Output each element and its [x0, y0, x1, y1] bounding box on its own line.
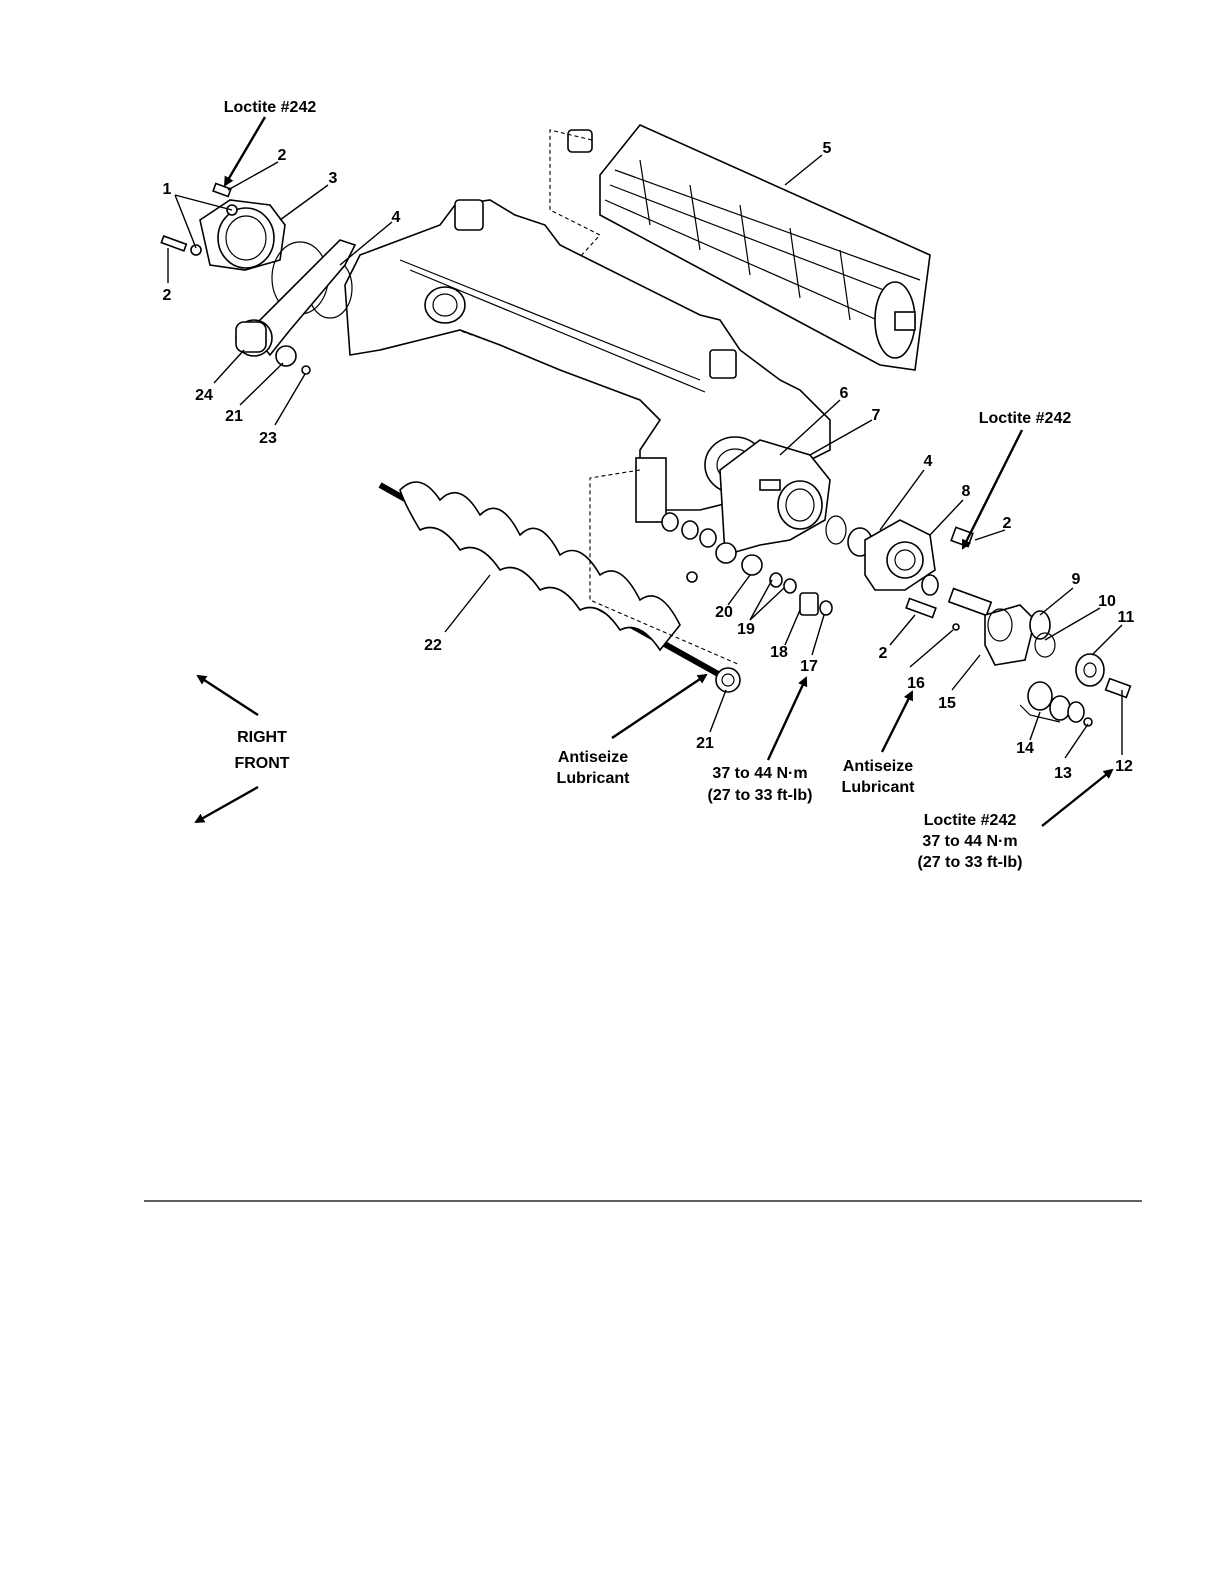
note-loctite-12: 37 to 44 N·m	[922, 833, 1017, 850]
callout-15: 15	[938, 695, 956, 712]
orientation-front-label: FRONT	[234, 755, 289, 772]
callout-21: 21	[225, 408, 243, 425]
callout-6: 6	[840, 385, 849, 402]
callout-2: 2	[163, 287, 172, 304]
callout-3: 3	[329, 170, 338, 187]
callout-2: 2	[879, 645, 888, 662]
callout-21: 21	[696, 735, 714, 752]
callout-7: 7	[872, 407, 881, 424]
orientation-indicator: RIGHT FRONT	[196, 676, 290, 822]
note-loctite-left: Loctite #242	[224, 99, 317, 116]
callout-19: 19	[737, 621, 755, 638]
note-antiseize-left: Lubricant	[557, 770, 631, 787]
reel-drive-shaft	[380, 482, 740, 692]
callout-14: 14	[1016, 740, 1034, 757]
orientation-right-label: RIGHT	[237, 729, 287, 746]
callout-20: 20	[715, 604, 733, 621]
callout-24: 24	[195, 387, 213, 404]
callout-4: 4	[924, 453, 933, 470]
note-loctite-right: Loctite #242	[979, 410, 1072, 427]
callout-1: 1	[163, 181, 172, 198]
callout-22: 22	[424, 637, 442, 654]
callout-18: 18	[770, 644, 788, 661]
callout-2: 2	[278, 147, 287, 164]
callout-8: 8	[962, 483, 971, 500]
note-loctite-12: Loctite #242	[924, 812, 1017, 829]
callout-5: 5	[823, 140, 832, 157]
callout-9: 9	[1072, 571, 1081, 588]
callout-17: 17	[800, 658, 818, 675]
note-torque-17: 37 to 44 N·m	[712, 765, 807, 782]
note-antiseize-right: Antiseize	[843, 758, 913, 775]
callout-11: 11	[1118, 609, 1135, 626]
callout-12: 12	[1115, 758, 1133, 775]
note-antiseize-left: Antiseize	[558, 749, 628, 766]
callout-13: 13	[1054, 765, 1072, 782]
note-loctite-12: (27 to 33 ft-lb)	[918, 854, 1023, 871]
callout-23: 23	[259, 430, 277, 447]
note-torque-17: (27 to 33 ft-lb)	[708, 787, 813, 804]
callout-2: 2	[1003, 515, 1012, 532]
callout-10: 10	[1098, 593, 1116, 610]
callout-4: 4	[392, 209, 401, 226]
callout-16: 16	[907, 675, 925, 692]
note-antiseize-right: Lubricant	[842, 779, 916, 796]
